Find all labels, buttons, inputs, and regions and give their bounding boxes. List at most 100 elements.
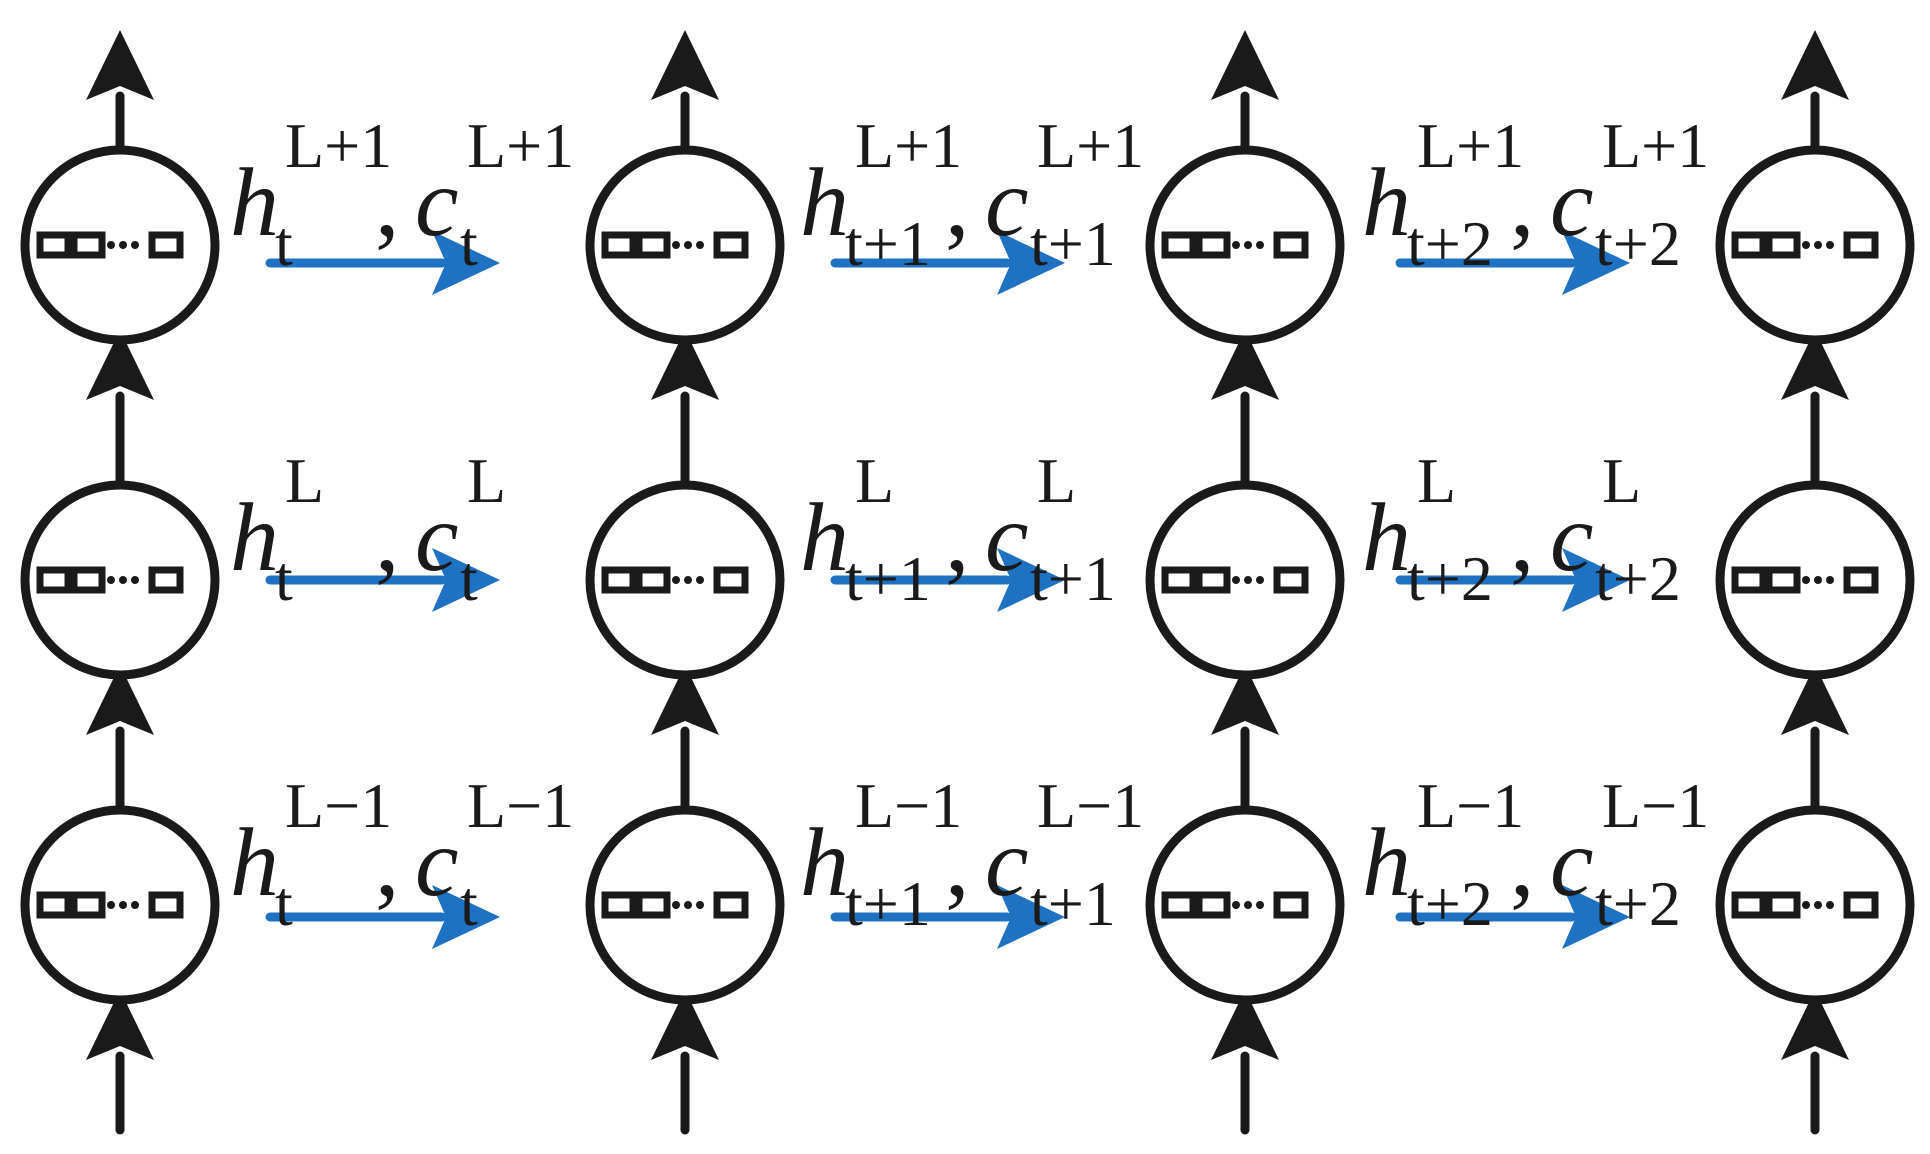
state-label-r2-t2: hL−1t+2,cL−1t+2 xyxy=(1362,770,1709,939)
up-arrow-row1-col-2 xyxy=(1211,665,1279,815)
up-arrow-row0-col-2 xyxy=(1211,330,1279,490)
up-arrow-row1-col-3 xyxy=(1781,665,1849,815)
comma: , xyxy=(375,809,400,917)
c-superscript: L+1 xyxy=(467,110,574,181)
ellipsis-dot-icon xyxy=(1232,901,1240,909)
h-subscript: t xyxy=(275,208,293,279)
memory-block-icon xyxy=(635,566,671,594)
lstm-cell-r1-c0 xyxy=(20,480,220,680)
lstm-cell-r2-c1 xyxy=(585,805,785,1005)
up-arrow-row1-col-0 xyxy=(86,665,154,815)
c-superscript: L xyxy=(467,445,506,516)
memory-block-icon xyxy=(1731,566,1767,594)
ellipsis-dot-icon xyxy=(672,576,680,584)
c-subscript: t+2 xyxy=(1595,868,1681,939)
up-arrow-icon xyxy=(86,330,154,400)
memory-block-icon xyxy=(1161,891,1197,919)
state-label-r0-t2: hL+1t+2,cL+1t+2 xyxy=(1362,110,1709,279)
memory-block-icon xyxy=(36,566,72,594)
lstm-cell-r0-c3 xyxy=(1715,145,1915,345)
memory-block-icon xyxy=(601,891,637,919)
memory-block-icon xyxy=(36,231,72,259)
state-label-r0-t1: hL+1t+1,cL+1t+1 xyxy=(800,110,1144,279)
up-arrow-icon xyxy=(651,30,719,100)
recurrent-arrow-r2-t0 xyxy=(265,885,500,949)
c-symbol: c xyxy=(415,809,459,917)
ellipsis-dot-icon xyxy=(684,241,692,249)
right-arrow-icon xyxy=(1562,548,1630,612)
h-symbol: h xyxy=(230,809,279,917)
c-superscript: L+1 xyxy=(1037,110,1144,181)
ellipsis-dot-icon xyxy=(684,901,692,909)
lstm-cell-r2-c3 xyxy=(1715,805,1915,1005)
state-label-r1-t2: hLt+2,cLt+2 xyxy=(1362,445,1681,614)
memory-block-icon xyxy=(1273,891,1309,919)
h-superscript: L xyxy=(285,445,324,516)
memory-block-icon xyxy=(713,231,749,259)
recurrent-arrow-r0-t0 xyxy=(265,231,500,295)
memory-block-icon xyxy=(635,891,671,919)
h-subscript: t xyxy=(275,543,293,614)
c-superscript: L xyxy=(1602,445,1641,516)
up-arrow-icon xyxy=(86,30,154,100)
right-arrow-icon xyxy=(1562,885,1630,949)
memory-block-icon xyxy=(70,231,106,259)
h-subscript: t+2 xyxy=(1407,543,1493,614)
input-arrow-col-3 xyxy=(1781,990,1849,1135)
memory-block-icon xyxy=(1195,231,1231,259)
ellipsis-dot-icon xyxy=(696,901,704,909)
lstm-cell-r1-c2 xyxy=(1145,480,1345,680)
c-subscript: t+2 xyxy=(1595,543,1681,614)
c-symbol: c xyxy=(1550,484,1594,592)
ellipsis-dot-icon xyxy=(107,901,115,909)
memory-block-icon xyxy=(1843,891,1879,919)
h-subscript: t+1 xyxy=(845,868,931,939)
h-subscript: t+2 xyxy=(1407,868,1493,939)
h-superscript: L xyxy=(855,445,894,516)
right-arrow-icon xyxy=(997,548,1065,612)
memory-block-icon xyxy=(601,566,637,594)
c-subscript: t xyxy=(460,868,478,939)
ellipsis-dot-icon xyxy=(1256,241,1264,249)
ellipsis-dot-icon xyxy=(1232,241,1240,249)
comma: , xyxy=(945,809,970,917)
h-symbol: h xyxy=(800,809,849,917)
c-superscript: L−1 xyxy=(467,770,574,841)
c-symbol: c xyxy=(985,809,1029,917)
right-arrow-icon xyxy=(1562,231,1630,295)
state-label-r2-t1: hL−1t+1,cL−1t+1 xyxy=(800,770,1144,939)
ellipsis-dot-icon xyxy=(672,241,680,249)
input-arrow-col-1 xyxy=(651,990,719,1135)
state-label-r2-t0: hL−1t,cL−1t xyxy=(230,770,574,939)
up-arrow-row1-col-1 xyxy=(651,665,719,815)
recurrent-arrow-r0-t1 xyxy=(830,231,1065,295)
memory-block-icon xyxy=(70,891,106,919)
right-arrow-icon xyxy=(432,231,500,295)
recurrent-connections xyxy=(265,231,1630,949)
memory-block-icon xyxy=(1195,891,1231,919)
ellipsis-dot-icon xyxy=(1814,241,1822,249)
c-subscript: t+1 xyxy=(1030,868,1116,939)
up-arrow-icon xyxy=(1781,665,1849,735)
ellipsis-dot-icon xyxy=(131,241,139,249)
memory-block-icon xyxy=(713,891,749,919)
lstm-cell-r0-c2 xyxy=(1145,145,1345,345)
memory-block-icon xyxy=(1161,231,1197,259)
right-arrow-icon xyxy=(432,885,500,949)
recurrent-arrow-r0-t2 xyxy=(1395,231,1630,295)
c-subscript: t+1 xyxy=(1030,208,1116,279)
ellipsis-dot-icon xyxy=(1826,901,1834,909)
lstm-cell-r2-c0 xyxy=(20,805,220,1005)
comma: , xyxy=(945,484,970,592)
up-arrow-icon xyxy=(651,330,719,400)
comma: , xyxy=(375,484,400,592)
lstm-cell-r0-c0 xyxy=(20,145,220,345)
comma: , xyxy=(945,149,970,257)
c-symbol: c xyxy=(985,484,1029,592)
right-arrow-icon xyxy=(997,885,1065,949)
memory-block-icon xyxy=(1765,891,1801,919)
lstm-cell-r0-c1 xyxy=(585,145,785,345)
h-symbol: h xyxy=(1362,484,1411,592)
up-arrow-icon xyxy=(1211,30,1279,100)
